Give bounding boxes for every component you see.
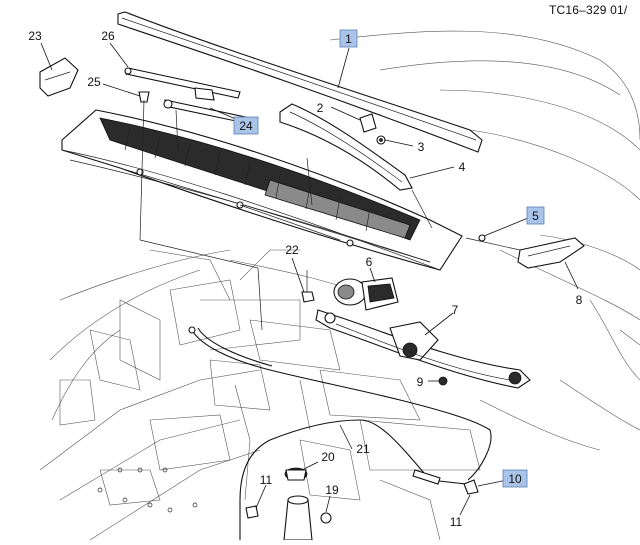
svg-text:24: 24 xyxy=(239,119,253,133)
callout-22: 22 xyxy=(285,243,299,257)
part-10-washer-hose xyxy=(239,419,467,540)
part-11-clip-left xyxy=(245,505,259,519)
callout-5: 5 xyxy=(526,206,545,225)
callout-23: 23 xyxy=(28,29,42,43)
svg-text:10: 10 xyxy=(508,472,522,486)
part-9-nut xyxy=(438,376,448,386)
callout-26: 26 xyxy=(101,29,115,43)
part-6-wiper-motor xyxy=(333,277,399,311)
part-11-clip-right xyxy=(463,479,479,495)
assembly-guide-lines xyxy=(139,99,521,331)
svg-text:5: 5 xyxy=(532,209,539,223)
part-19-reservoir xyxy=(283,495,332,541)
part-7-wiper-linkage xyxy=(315,309,531,389)
part-22-fastener xyxy=(301,270,315,303)
callout-10: 10 xyxy=(502,469,528,488)
callout-25: 25 xyxy=(87,75,101,89)
part-4-bracket xyxy=(279,103,413,191)
callout-labels: 1 5 10 24 2 3 4 6 7 8 9 11 11 19 20 21 2… xyxy=(28,29,582,529)
callout-8: 8 xyxy=(576,293,583,307)
part-1-cowl-seal xyxy=(117,11,483,153)
callout-20: 20 xyxy=(321,450,335,464)
callout-24: 24 xyxy=(233,116,259,135)
part-8-side-cap xyxy=(517,237,585,269)
svg-text:1: 1 xyxy=(345,32,352,46)
callout-4: 4 xyxy=(459,160,466,174)
callout-21: 21 xyxy=(356,442,370,456)
callout-3: 3 xyxy=(418,140,425,154)
callout-9: 9 xyxy=(417,375,424,389)
part-3-nut xyxy=(376,135,386,145)
callout-11-left: 11 xyxy=(260,473,273,487)
callout-1: 1 xyxy=(339,29,358,48)
leader-lines xyxy=(40,42,579,516)
cowl-grille-panel xyxy=(61,109,463,271)
part-2-clip xyxy=(359,113,377,133)
part-20-cap xyxy=(284,467,308,481)
part-21-washer-hose xyxy=(188,326,492,481)
callout-19: 19 xyxy=(325,483,339,497)
callout-6: 6 xyxy=(366,255,373,269)
part-5-clip xyxy=(478,234,486,242)
callout-2: 2 xyxy=(317,101,324,115)
part-23-side-cap xyxy=(39,57,79,97)
part-25-fastener xyxy=(138,91,150,103)
callout-7: 7 xyxy=(452,303,459,317)
callout-11-right: 11 xyxy=(450,515,463,529)
figure-reference-id: TC16–329 01/ xyxy=(549,3,628,17)
